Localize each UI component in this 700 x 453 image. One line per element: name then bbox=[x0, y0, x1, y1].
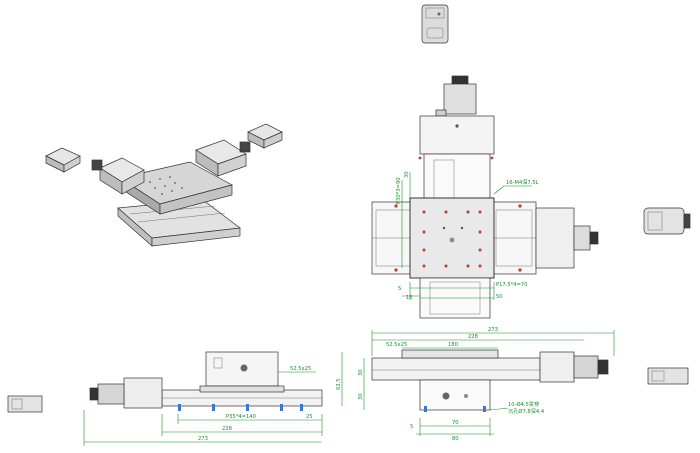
top-hole-note: 16-M4深7.5L bbox=[506, 178, 539, 186]
fl-dim-63: 63.5 bbox=[336, 378, 342, 390]
motor-front-right-detached bbox=[647, 367, 689, 385]
front-view-right bbox=[363, 330, 615, 436]
fl-dim-25: 25 bbox=[306, 414, 313, 420]
fr-hole-note-1: 10-Ø4.5贯穿 bbox=[508, 400, 539, 408]
motor-iso-left-detached bbox=[45, 147, 81, 173]
top-dim-5: 5 bbox=[398, 286, 401, 292]
fr-hole-note-2: 沉孔Ø7.8深4.4 bbox=[508, 407, 545, 415]
top-dim-p30: P30*3=90 bbox=[396, 177, 402, 204]
fr-dim-30a: 30 bbox=[358, 369, 364, 376]
fr-dim-273: 273 bbox=[488, 327, 498, 333]
front-left-holes bbox=[178, 404, 303, 411]
motor-right-detached bbox=[643, 207, 691, 235]
fl-dim-273: 273 bbox=[198, 436, 208, 442]
motor-top-detached bbox=[421, 4, 449, 44]
fr-dim-30b: 30 bbox=[358, 393, 364, 400]
motor-iso-right-detached bbox=[247, 123, 283, 149]
fr-dim-228: 228 bbox=[468, 334, 478, 340]
fr-dim-70: 70 bbox=[452, 420, 459, 426]
top-dim-15: 15 bbox=[406, 295, 413, 301]
top-dim-p17: P17.5*4=70 bbox=[496, 282, 528, 288]
motor-front-left-detached bbox=[7, 395, 43, 413]
fr-dim-52: 52.5x25 bbox=[386, 342, 407, 348]
front-right-holes bbox=[424, 406, 486, 412]
fl-dim-52: 52.5x25 bbox=[290, 366, 311, 372]
fr-dim-80: 80 bbox=[452, 436, 459, 442]
fr-dim-5: 5 bbox=[410, 424, 413, 430]
top-dim-30: 30 bbox=[404, 171, 410, 178]
top-dim-50: 50 bbox=[496, 294, 503, 300]
isometric-stage-view bbox=[91, 139, 251, 247]
top-view bbox=[371, 75, 599, 319]
mounting-holes bbox=[394, 156, 522, 272]
fr-dim-180: 180 bbox=[448, 342, 458, 348]
front-view-left bbox=[83, 351, 343, 446]
fl-dim-p35: P35*4=140 bbox=[226, 414, 256, 420]
fl-dim-228: 228 bbox=[222, 426, 232, 432]
